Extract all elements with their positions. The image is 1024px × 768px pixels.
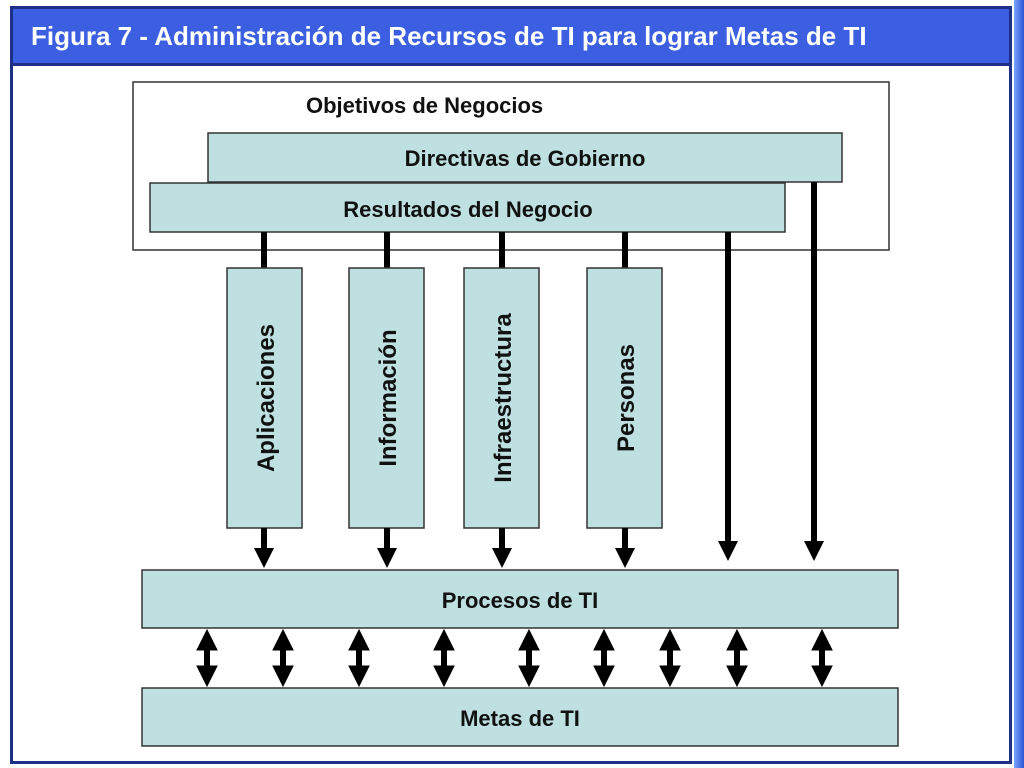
procesos-label: Procesos de TI	[442, 588, 599, 613]
arrow-aplicaciones-procesos	[254, 528, 274, 568]
arrow-infraestructura-procesos	[492, 528, 512, 568]
resultados-label: Resultados del Negocio	[343, 197, 592, 222]
recurso-box-infraestructura	[463, 267, 540, 529]
directivas-label: Directivas de Gobierno	[405, 146, 646, 171]
figure-title-bar: Figura 7 - Administración de Recursos de…	[10, 6, 1012, 66]
recurso-label-infraestructura: Infraestructura	[490, 313, 517, 483]
objetivos-label: Objetivos de Negocios	[306, 93, 543, 118]
arrow-informacion-procesos	[377, 528, 397, 568]
metas-label: Metas de TI	[460, 706, 580, 731]
bidi-arrow-7	[659, 628, 681, 688]
window-edge	[1014, 0, 1024, 768]
recurso-box-aplicaciones	[226, 267, 303, 529]
procesos-box	[141, 569, 899, 629]
recurso-label-aplicaciones: Aplicaciones	[253, 324, 280, 472]
arrow-directivas-procesos	[804, 182, 824, 561]
arrow-resultados-procesos	[718, 232, 738, 561]
recurso-label-personas: Personas	[613, 344, 640, 452]
metas-box	[141, 687, 899, 747]
figure-title: Figura 7 - Administración de Recursos de…	[31, 20, 867, 51]
bidi-arrow-9	[811, 628, 833, 688]
recurso-label-informacion: Información	[375, 329, 402, 466]
bidi-arrow-6	[593, 628, 615, 688]
bidi-arrow-2	[272, 628, 294, 688]
bidirectional-arrows	[196, 628, 833, 688]
bidi-arrow-5	[518, 628, 540, 688]
directivas-box	[207, 132, 843, 183]
bidi-arrow-3	[348, 628, 370, 688]
bidi-arrow-8	[726, 628, 748, 688]
bidi-arrow-1	[196, 628, 218, 688]
arrow-personas-procesos	[615, 528, 635, 568]
recurso-box-informacion	[348, 267, 425, 529]
bidi-arrow-4	[433, 628, 455, 688]
resultados-box	[149, 182, 786, 233]
